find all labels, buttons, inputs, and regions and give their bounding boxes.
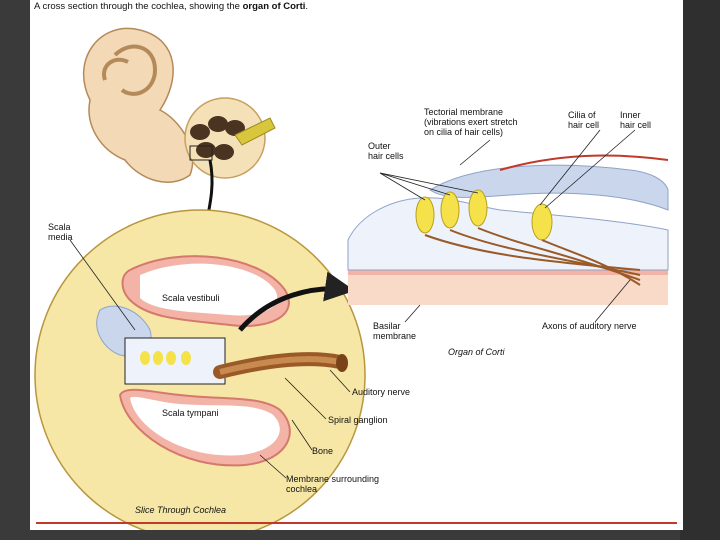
label-inner-line1: Inner <box>620 110 641 120</box>
inner-ear-illustration <box>83 27 276 183</box>
caption-organ-of-corti: Organ of Corti <box>448 347 505 357</box>
label-scala-media: Scala media <box>48 222 73 242</box>
label-membrane-line1: Membrane surrounding <box>286 474 380 484</box>
label-tectorial-line2: (vibrations exert stretch <box>424 117 518 127</box>
label-cilia-line2: hair cell <box>568 120 600 130</box>
tectorial-membrane-shape <box>429 164 669 211</box>
arrow-to-organ <box>238 271 355 332</box>
label-tectorial-line3: on cilia of hair cells) <box>424 127 504 137</box>
label-basilar-line2: membrane <box>373 331 417 341</box>
label-outer-line1: Outer <box>368 141 391 151</box>
label-scala-media-line1: Scala <box>48 222 71 232</box>
label-scala-media-line2: media <box>48 232 73 242</box>
label-cilia-of-hair-cell: Cilia of hair cell <box>568 110 599 130</box>
label-scala-vestibuli: Scala vestibuli <box>162 293 220 303</box>
label-inner-hair-cell: Inner hair cell <box>620 110 651 130</box>
label-basilar-membrane: Basilar membrane <box>373 321 416 341</box>
label-membrane-surrounding: Membrane surrounding cochlea <box>286 474 379 494</box>
label-tectorial-membrane: Tectorial membrane (vibrations exert str… <box>424 107 518 137</box>
title-text: A cross section through the cochlea, sho… <box>34 1 240 12</box>
label-spiral-ganglion: Spiral ganglion <box>328 415 388 425</box>
label-inner-line2: hair cell <box>620 120 652 130</box>
label-membrane-line2: cochlea <box>286 484 318 494</box>
title-bold: organ of Corti <box>242 1 306 12</box>
caption-slice-through-cochlea: Slice Through Cochlea <box>135 505 227 515</box>
background-stripe <box>680 0 720 540</box>
label-outer-hair-cells: Outer hair cells <box>368 141 404 161</box>
label-axons-of-auditory-nerve: Axons of auditory nerve <box>542 321 637 331</box>
cochlea-diagram <box>34 27 669 530</box>
leader-lines <box>69 129 636 479</box>
label-tectorial-line1: Tectorial membrane <box>424 107 504 117</box>
organ-of-corti-illustration <box>347 154 669 305</box>
slide: A cross section through the cochlea, sho… <box>30 0 683 530</box>
label-bone: Bone <box>312 446 334 456</box>
bottom-rule <box>36 522 677 524</box>
label-scala-tympani: Scala tympani <box>162 408 219 418</box>
label-cilia-line1: Cilia of <box>568 110 596 120</box>
label-outer-line2: hair cells <box>368 151 404 161</box>
label-basilar-line1: Basilar <box>373 321 401 331</box>
slide-title: A cross section through the cochlea, sho… <box>34 1 308 12</box>
title-suffix: . <box>305 1 309 12</box>
label-auditory-nerve: Auditory nerve <box>352 387 411 397</box>
cochlea-slice <box>34 209 366 530</box>
